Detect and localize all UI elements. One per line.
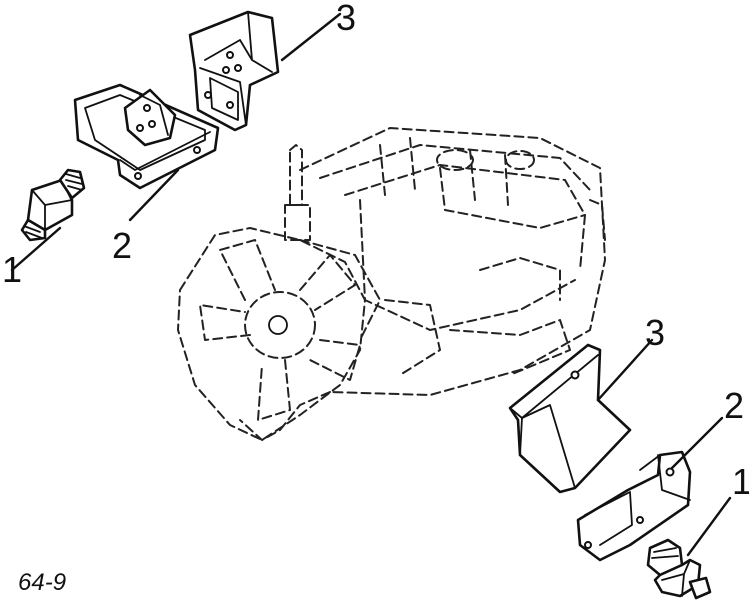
leader-lower-1: [686, 496, 732, 557]
leader-upper-3: [280, 12, 342, 62]
callout-lower-1: 1: [732, 461, 749, 502]
callout-lower-2: 2: [724, 385, 744, 426]
upper-mount-bracket: [73, 83, 220, 190]
leader-lower-3: [596, 338, 654, 402]
upper-mount-stud: [20, 168, 86, 242]
figure-id: 64-9: [18, 569, 66, 596]
upper-mount-plate: [188, 10, 280, 132]
callout-lower-3: 3: [645, 312, 665, 353]
leader-upper-2: [128, 168, 180, 222]
lower-mount-bracket: [576, 450, 692, 562]
lower-mount-plate: [508, 343, 632, 494]
engine-outline: [177, 127, 606, 441]
callout-upper-2: 2: [112, 225, 132, 266]
leader-lower-2: [670, 416, 724, 470]
lower-mount-stud: [646, 538, 712, 600]
leader-upper-1: [10, 226, 62, 272]
callout-upper-1: 1: [2, 249, 22, 290]
callout-upper-3: 3: [336, 0, 356, 38]
